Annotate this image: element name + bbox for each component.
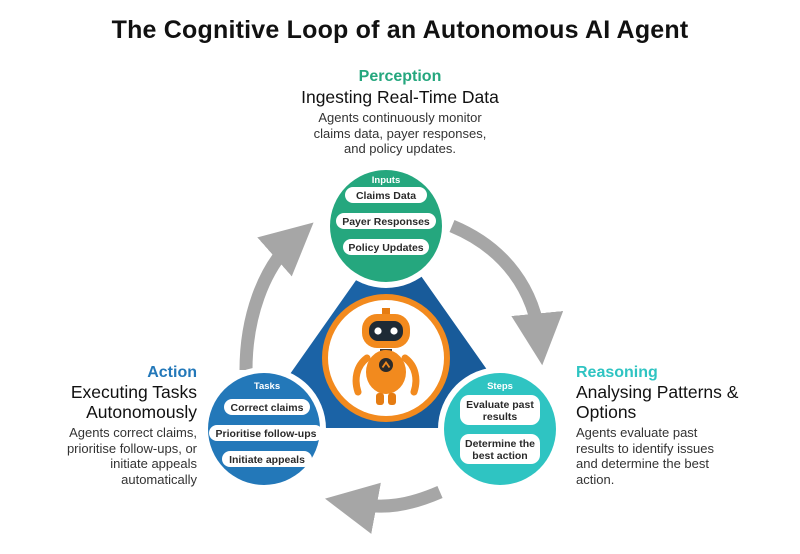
cycle-arrow-reasoning-to-action: [325, 482, 443, 534]
reasoning-pill: Determine the best action: [460, 434, 540, 464]
perception-pill: Policy Updates: [343, 239, 429, 255]
action-description-line: automatically: [121, 471, 197, 487]
action-description-line: Agents correct claims,: [69, 425, 197, 440]
reasoning-pill-text: Evaluate past: [466, 399, 534, 411]
perception-pill-text: Claims Data: [356, 190, 416, 202]
diagram-title: The Cognitive Loop of an Autonomous AI A…: [111, 16, 689, 44]
reasoning-pill-text: Determine the: [465, 438, 535, 450]
reasoning-circle-label: Steps: [487, 381, 513, 392]
action-subtitle-line: Autonomously: [86, 402, 197, 422]
action-subtitle: Executing Tasks Autonomously: [30, 382, 197, 422]
perception-circle-label: Inputs: [372, 175, 401, 186]
perception-pill-text: Policy Updates: [348, 242, 423, 254]
reasoning-subtitle: Analysing Patterns & Options: [576, 382, 776, 422]
perception-pill: Claims Data: [345, 187, 427, 203]
action-pill-text: Initiate appeals: [229, 454, 305, 466]
reasoning-heading: Reasoning: [576, 364, 658, 381]
cycle-arrow-action-to-perception: [239, 222, 314, 371]
action-circle: Tasks Correct claims Prioritise follow-u…: [202, 367, 326, 491]
action-text-block: Action Executing Tasks Autonomously Agen…: [30, 364, 197, 487]
perception-description-line: Agents continuously monitor: [318, 110, 482, 125]
perception-description-line: and policy updates.: [343, 141, 457, 156]
reasoning-description-line: and determine the best: [576, 456, 709, 471]
action-pill: Prioritise follow-ups: [209, 425, 323, 441]
perception-description: Agents continuously monitor claims data,…: [230, 110, 570, 157]
reasoning-text-block: Reasoning Analysing Patterns & Options A…: [576, 364, 776, 487]
action-description: Agents correct claims, prioritise follow…: [30, 425, 197, 487]
reasoning-circle: Steps Evaluate past results Determine th…: [438, 367, 562, 491]
reasoning-pill: Evaluate past results: [460, 395, 540, 425]
action-pill-text: Prioritise follow-ups: [216, 428, 317, 440]
reasoning-subtitle-line: Analysing Patterns &: [576, 382, 739, 402]
cycle-arrow-perception-to-reasoning: [449, 219, 564, 366]
perception-pill: Payer Responses: [336, 213, 436, 229]
reasoning-description-line: action.: [576, 471, 615, 487]
action-subtitle-line: Executing Tasks: [70, 382, 197, 402]
action-pill-text: Correct claims: [231, 402, 304, 414]
action-description-line: initiate appeals: [110, 456, 197, 471]
perception-subtitle: Ingesting Real-Time Data: [301, 87, 499, 107]
reasoning-description-line: results to identify issues: [576, 440, 715, 456]
action-circle-label: Tasks: [254, 381, 280, 392]
perception-pill-text: Payer Responses: [342, 216, 430, 228]
reasoning-subtitle-line: Options: [576, 402, 637, 422]
perception-text-block: Perception Ingesting Real-Time Data Agen…: [230, 68, 570, 157]
action-description-line: prioritise follow-ups, or: [66, 440, 197, 456]
action-heading: Action: [147, 364, 197, 381]
reasoning-pill-text: best action: [472, 450, 527, 462]
perception-description-line: claims data, payer responses,: [313, 125, 487, 141]
reasoning-description-line: Agents evaluate past: [576, 425, 698, 440]
action-pill: Correct claims: [224, 399, 310, 415]
robot-icon: [352, 308, 420, 405]
action-pill: Initiate appeals: [222, 451, 312, 467]
reasoning-pill-text: results: [483, 411, 518, 423]
reasoning-description: Agents evaluate past results to identify…: [576, 425, 776, 487]
perception-circle: Inputs Claims Data Payer Responses Polic…: [324, 164, 448, 288]
perception-heading: Perception: [358, 68, 442, 85]
